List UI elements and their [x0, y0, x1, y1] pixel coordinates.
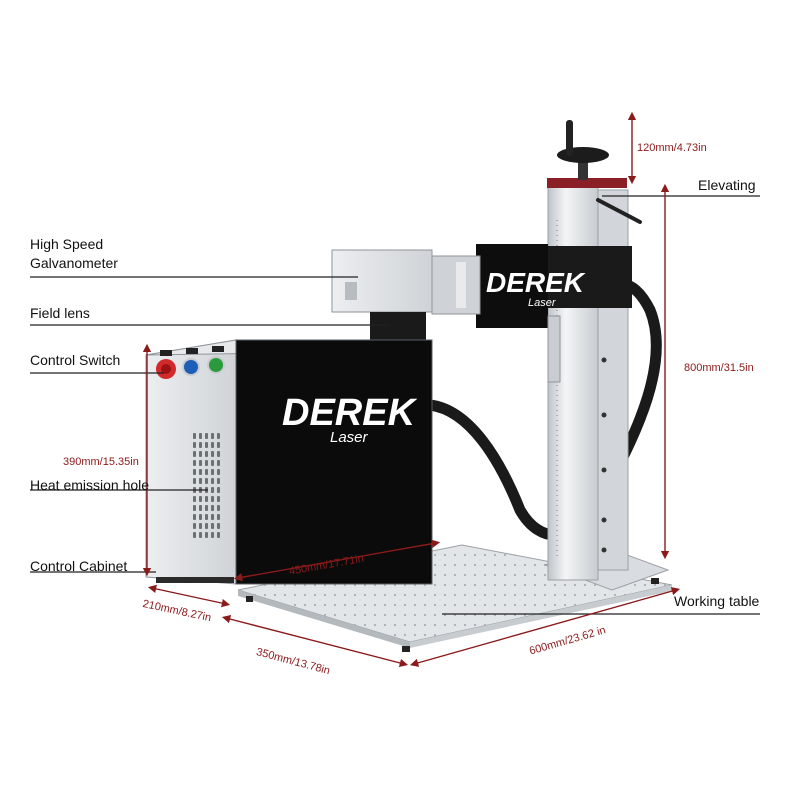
control-cabinet: [145, 339, 433, 585]
cabinet-logo: DEREK Laser: [282, 392, 418, 446]
svg-text:Laser: Laser: [528, 297, 557, 309]
heat-emission-label: Heat emission hole: [30, 477, 150, 493]
svg-text:DEREK: DEREK: [282, 392, 418, 434]
elevating-handwheel: [547, 120, 642, 224]
svg-text:DEREK: DEREK: [486, 267, 586, 298]
laser-arm: [431, 244, 632, 383]
control-switches: [156, 346, 225, 379]
cabinet-height-dimension: 390mm/15.35in: [63, 456, 139, 468]
galvo-label-line1: High Speed: [30, 236, 104, 252]
arm-logo: DEREK Laser: [486, 267, 586, 309]
control-cabinet-label: Control Cabinet: [30, 558, 128, 574]
control-switch-label: Control Switch: [30, 352, 121, 368]
galvo-head: [331, 249, 433, 346]
field-lens-label: Field lens: [30, 305, 90, 321]
elevating-label: Elevating: [698, 177, 756, 193]
height-dimension: 800mm/31.5in: [684, 362, 754, 374]
galvo-label-line2: Galvanometer: [30, 255, 118, 271]
svg-text:Laser: Laser: [330, 429, 369, 446]
lift-dimension: 120mm/4.73in: [637, 142, 707, 154]
key-switch: [182, 358, 200, 376]
dimension-arrows: [142, 111, 681, 668]
power-button: [207, 356, 225, 374]
working-table-label: Working table: [674, 593, 760, 609]
